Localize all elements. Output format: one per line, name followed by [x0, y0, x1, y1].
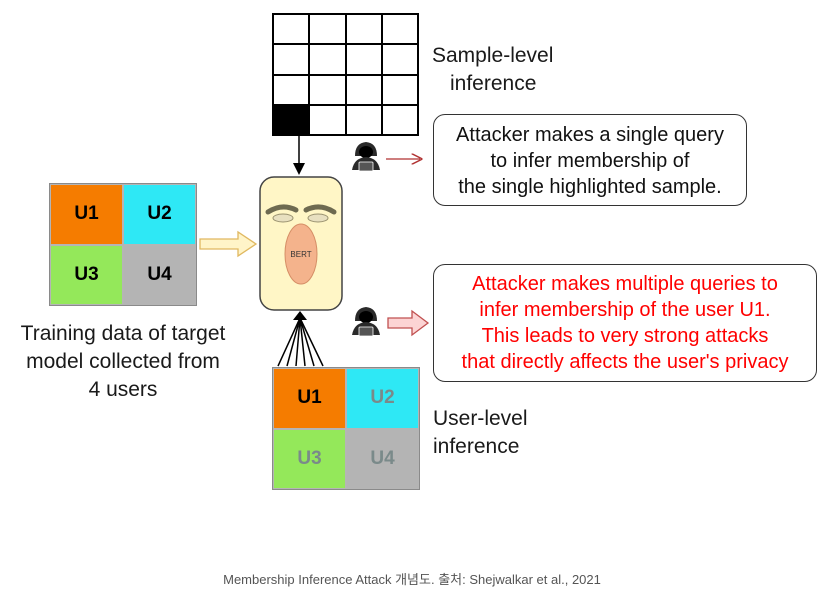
user-level-label: User-level inference — [433, 407, 528, 458]
user-u4-cell: U4 — [346, 428, 419, 489]
sample-grid — [272, 13, 419, 136]
user-u4-cell: U4 — [123, 244, 196, 305]
single-query-callout: Attacker makes a single query to infer m… — [433, 114, 747, 206]
user-u2-cell: U2 — [346, 368, 419, 429]
user-queries-arrows — [277, 317, 324, 367]
multiple-queries-callout: Attacker makes multiple queries to infer… — [433, 264, 817, 382]
user-u2-cell: U2 — [123, 184, 196, 245]
bert-label: BERT — [290, 250, 311, 259]
training-data-grid: U1 U2 U3 U4 — [49, 183, 197, 306]
user-u1-cell: U1 — [273, 368, 346, 429]
bottom-attack-arrow — [387, 309, 430, 337]
sample-level-label: Sample-level inference — [432, 44, 554, 95]
training-data-caption: Training data of target model collected … — [20, 322, 226, 401]
user-u3-cell: U3 — [273, 428, 346, 489]
user-u3-cell: U3 — [50, 244, 123, 305]
training-data-to-model-arrow — [199, 230, 258, 258]
bert-character-icon — [259, 176, 343, 311]
user-level-grid: U1 U2 U3 U4 — [272, 367, 420, 490]
user-u1-cell: U1 — [50, 184, 123, 245]
hacker-icon — [352, 142, 380, 172]
hacker-icon — [352, 307, 380, 337]
highlighted-sample — [273, 104, 310, 135]
figure-caption: Membership Inference Attack 개념도. 출처: She… — [223, 572, 601, 587]
